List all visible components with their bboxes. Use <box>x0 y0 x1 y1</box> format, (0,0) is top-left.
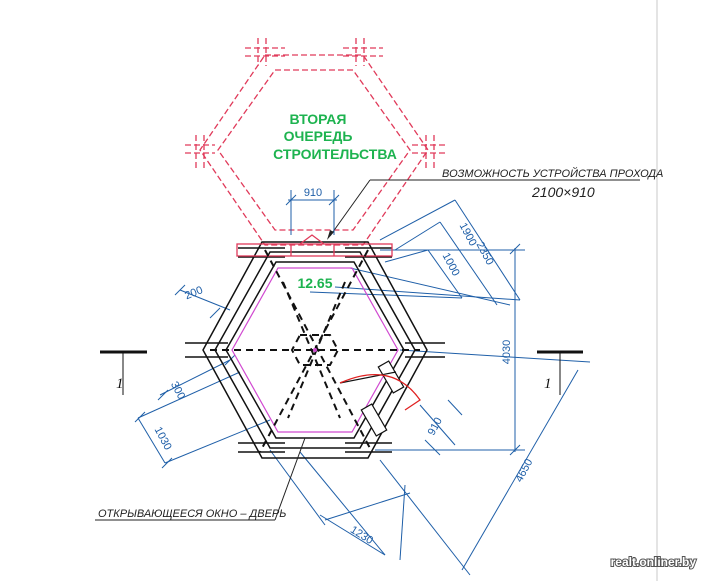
window-door-note: ОТКРЫВАЮЩЕЕСЯ ОКНО – ДВЕРЬ <box>95 437 306 521</box>
center-point <box>313 348 317 352</box>
section-right-number: 1 <box>544 376 552 392</box>
dim-4030: 4030 <box>501 340 513 364</box>
dim-1000: 1000 <box>440 251 462 278</box>
section-mark-right: 1 <box>537 350 583 395</box>
dim-910-door: 910 <box>426 416 445 438</box>
dim-2350: 2350 <box>474 240 496 267</box>
phase-line-1: ВТОРАЯ <box>290 111 347 127</box>
dim-1230: 1230 <box>348 524 375 547</box>
passage-note: ВОЗМОЖНОСТЬ УСТРОЙСТВА ПРОХОДА 2100×910 <box>327 167 663 240</box>
passage-size-text: 2100×910 <box>531 184 595 200</box>
dim-1900: 1900 <box>457 221 479 248</box>
passage-opening <box>236 234 393 257</box>
dimension-lines <box>134 190 591 576</box>
phase-line-3: СТРОИТЕЛЬСТВА <box>273 146 397 162</box>
door-swing <box>339 360 421 437</box>
dim-4650: 4650 <box>513 457 535 484</box>
section-mark-left: 1 <box>100 350 147 395</box>
area-label: 12.65 <box>297 275 332 291</box>
dim-910-top: 910 <box>304 187 322 199</box>
dim-200: 200 <box>183 284 205 302</box>
future-phase-hexagon <box>185 38 445 246</box>
passage-note-text: ВОЗМОЖНОСТЬ УСТРОЙСТВА ПРОХОДА <box>442 167 663 180</box>
watermark: realt.onliner.by <box>611 555 697 569</box>
section-left-number: 1 <box>116 376 124 392</box>
dim-1030: 1030 <box>152 425 174 452</box>
inner-room-outline <box>231 267 399 433</box>
window-door-text: ОТКРЫВАЮЩЕЕСЯ ОКНО – ДВЕРЬ <box>98 508 286 520</box>
phase-line-2: ОЧЕРЕДЬ <box>284 128 353 144</box>
second-phase-label: ВТОРАЯ ОЧЕРЕДЬ СТРОИТЕЛЬСТВА <box>273 111 397 162</box>
